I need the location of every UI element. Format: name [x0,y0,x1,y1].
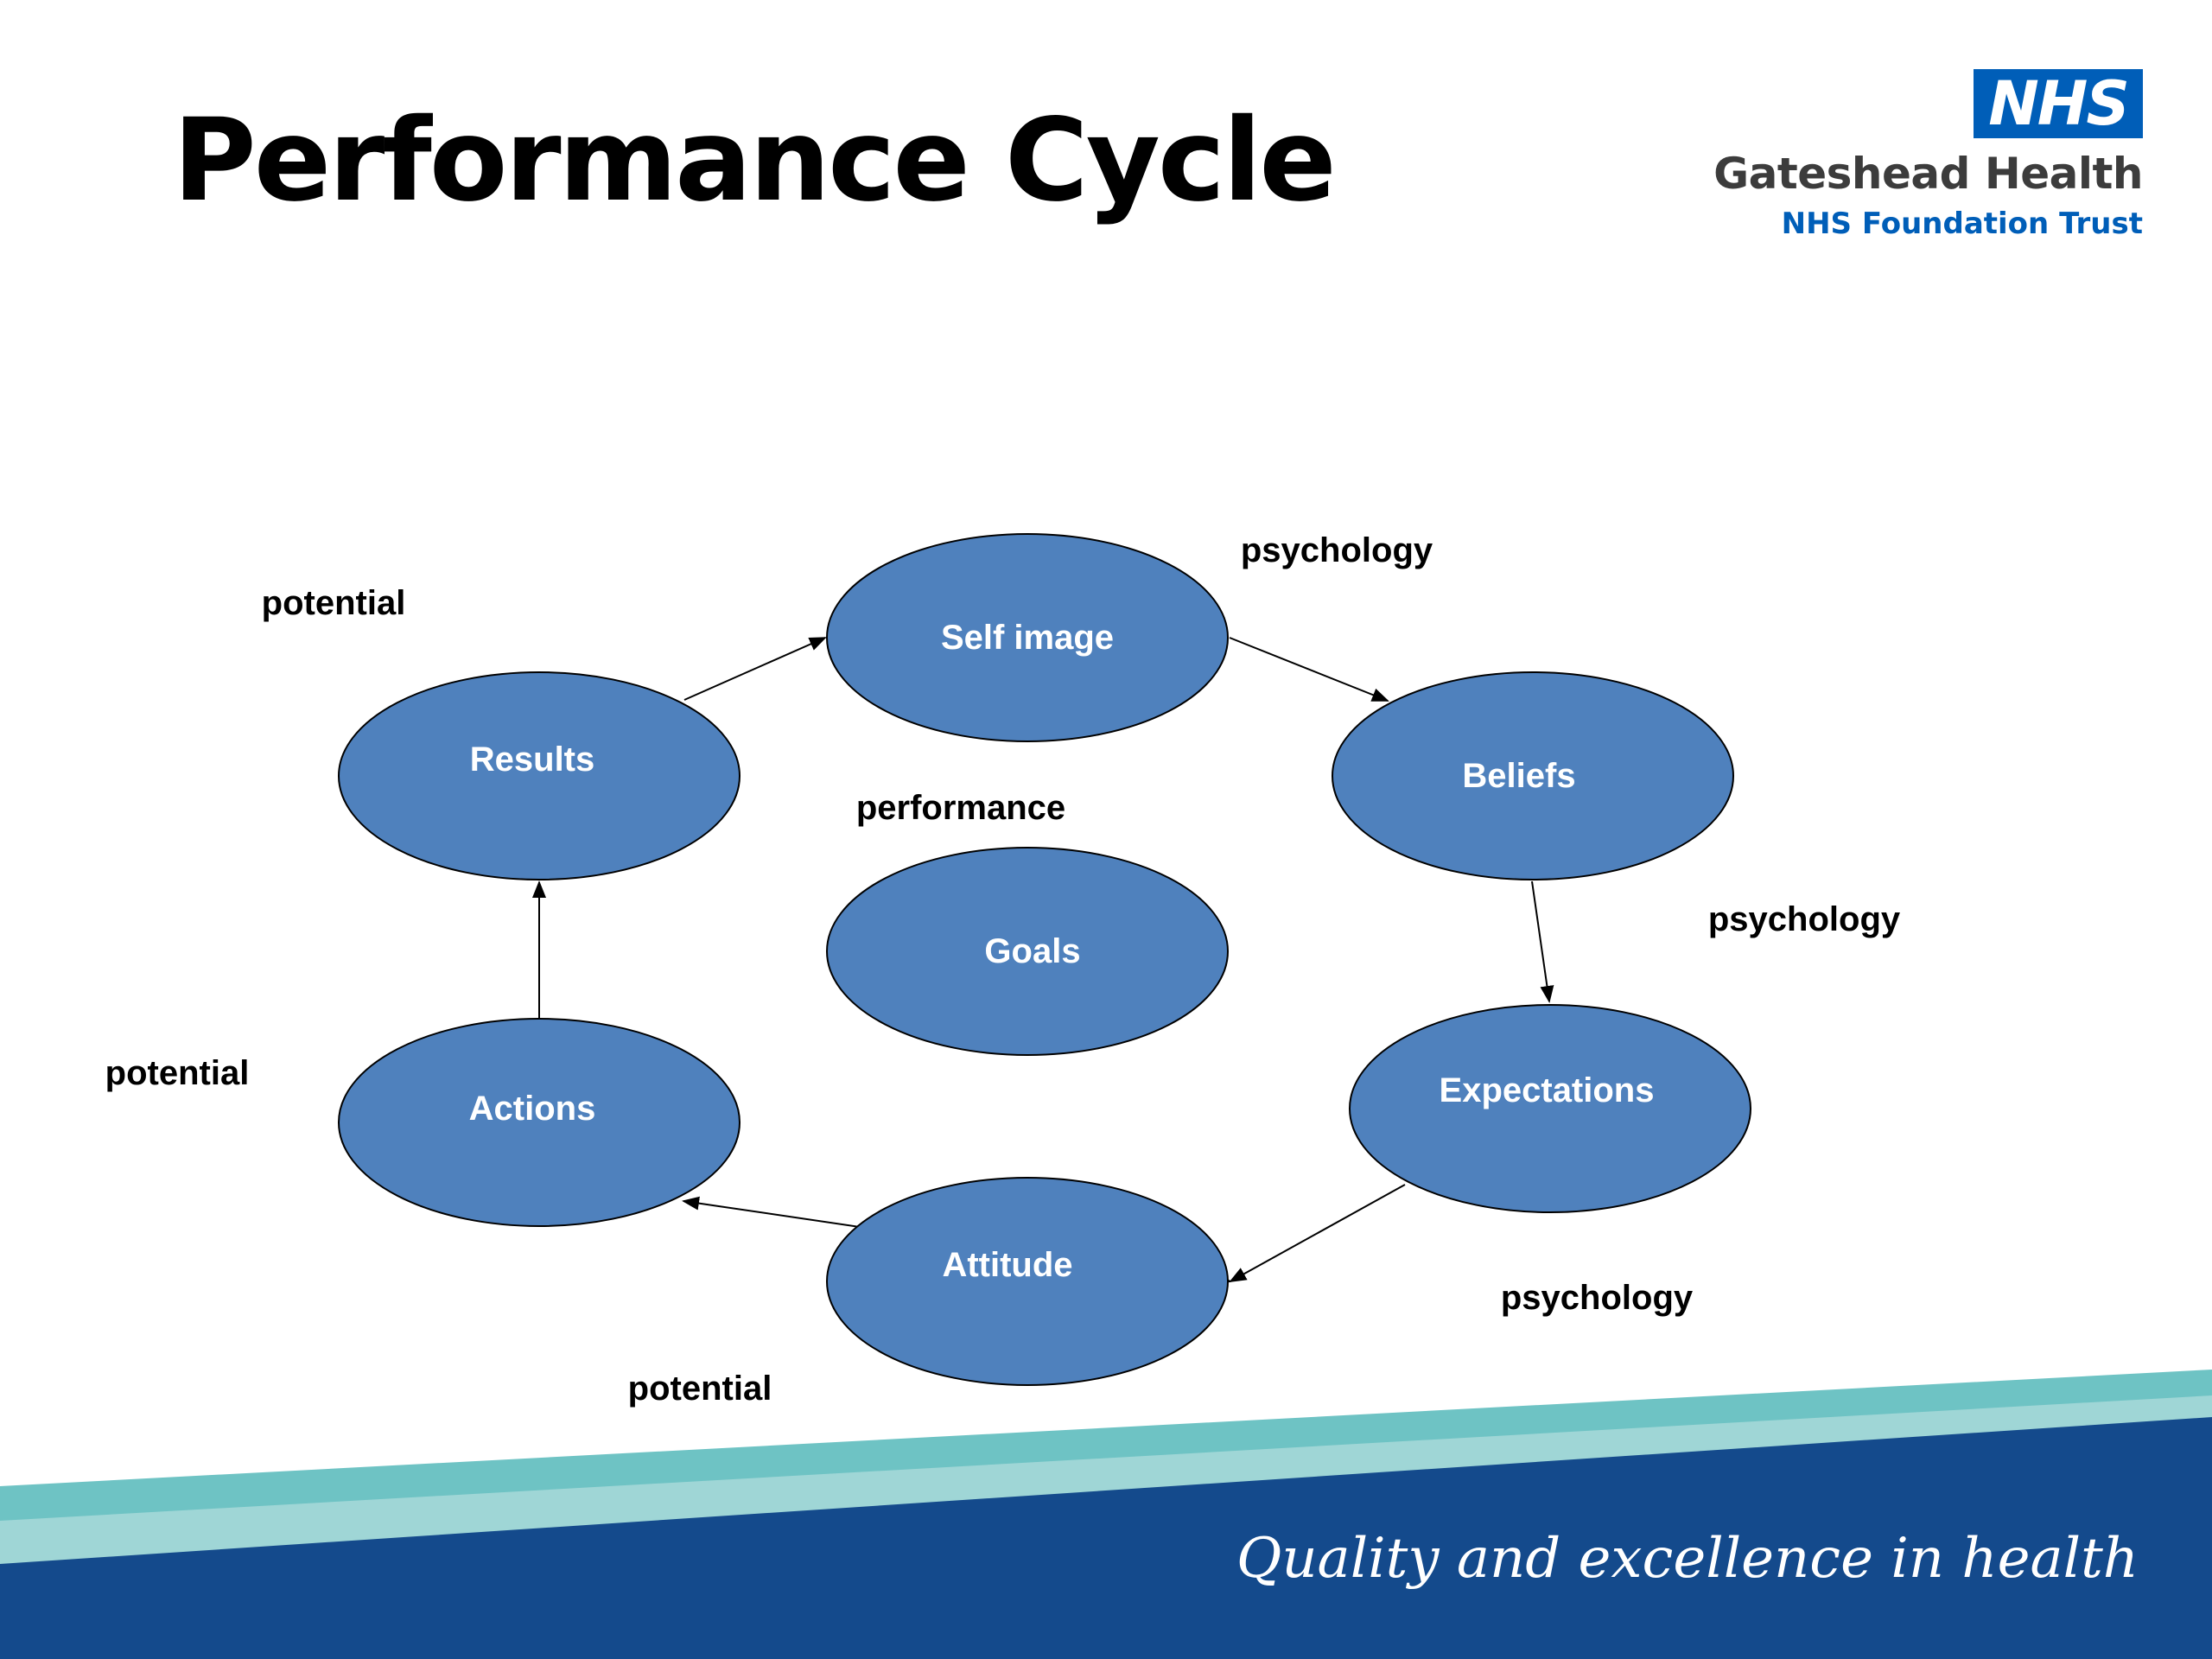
node-actions-label: Actions [469,1090,596,1128]
node-beliefs-ellipse [1332,671,1734,880]
navy-band [0,1417,2212,1659]
node-expectations: Expectations [1349,1004,1751,1213]
node-goals-label: Goals [984,932,1080,970]
node-expectations-ellipse [1349,1004,1751,1213]
node-attitude-ellipse [826,1177,1229,1386]
node-results-ellipse [338,671,741,880]
page-title: Performance Cycle [173,94,1337,227]
annotations-layer: psychology psychology psychology potential p… [105,531,1901,1408]
node-beliefs: Beliefs [1332,671,1734,880]
org-name: Gateshead Health [1713,149,2143,199]
nhs-badge: NHS [1974,69,2143,138]
node-results: Results [338,671,741,880]
node-self-image-ellipse [826,533,1229,742]
annotation-potential-bottom: potential [628,1370,772,1408]
annotation-performance-center: performance [856,789,1065,827]
org-subtitle: NHS Foundation Trust [1781,207,2143,241]
node-beliefs-label: Beliefs [1462,757,1575,795]
node-self-image-label: Self image [941,619,1114,657]
annotation-psychology-bottom: psychology [1501,1279,1694,1317]
annotation-psychology-top: psychology [1241,531,1433,569]
node-actions-ellipse [338,1018,741,1227]
arrow-expectations-to-attitude [1229,1184,1406,1282]
annotation-potential-left: potential [105,1054,250,1092]
arrow-beliefs-to-expectations [1531,880,1554,1003]
node-results-label: Results [470,741,595,779]
node-expectations-label: Expectations [1440,1071,1655,1109]
node-goals-ellipse [826,847,1229,1056]
annotation-potential-top-left: potential [262,584,406,622]
node-self-image: Self image [826,533,1229,742]
node-attitude-label: Attitude [942,1246,1072,1284]
arrow-self-image-to-beliefs [1229,637,1389,702]
node-attitude: Attitude [826,1177,1229,1386]
node-actions: Actions [338,1018,741,1227]
node-goals: Goals [826,847,1229,1056]
nhs-logo: NHS Gateshead Health NHS Foundation Trus… [1659,69,2143,242]
tagline: Quality and excellence in health [1236,1527,2139,1591]
arrow-results-to-self-image [683,637,827,701]
annotation-psychology-right: psychology [1708,900,1901,938]
